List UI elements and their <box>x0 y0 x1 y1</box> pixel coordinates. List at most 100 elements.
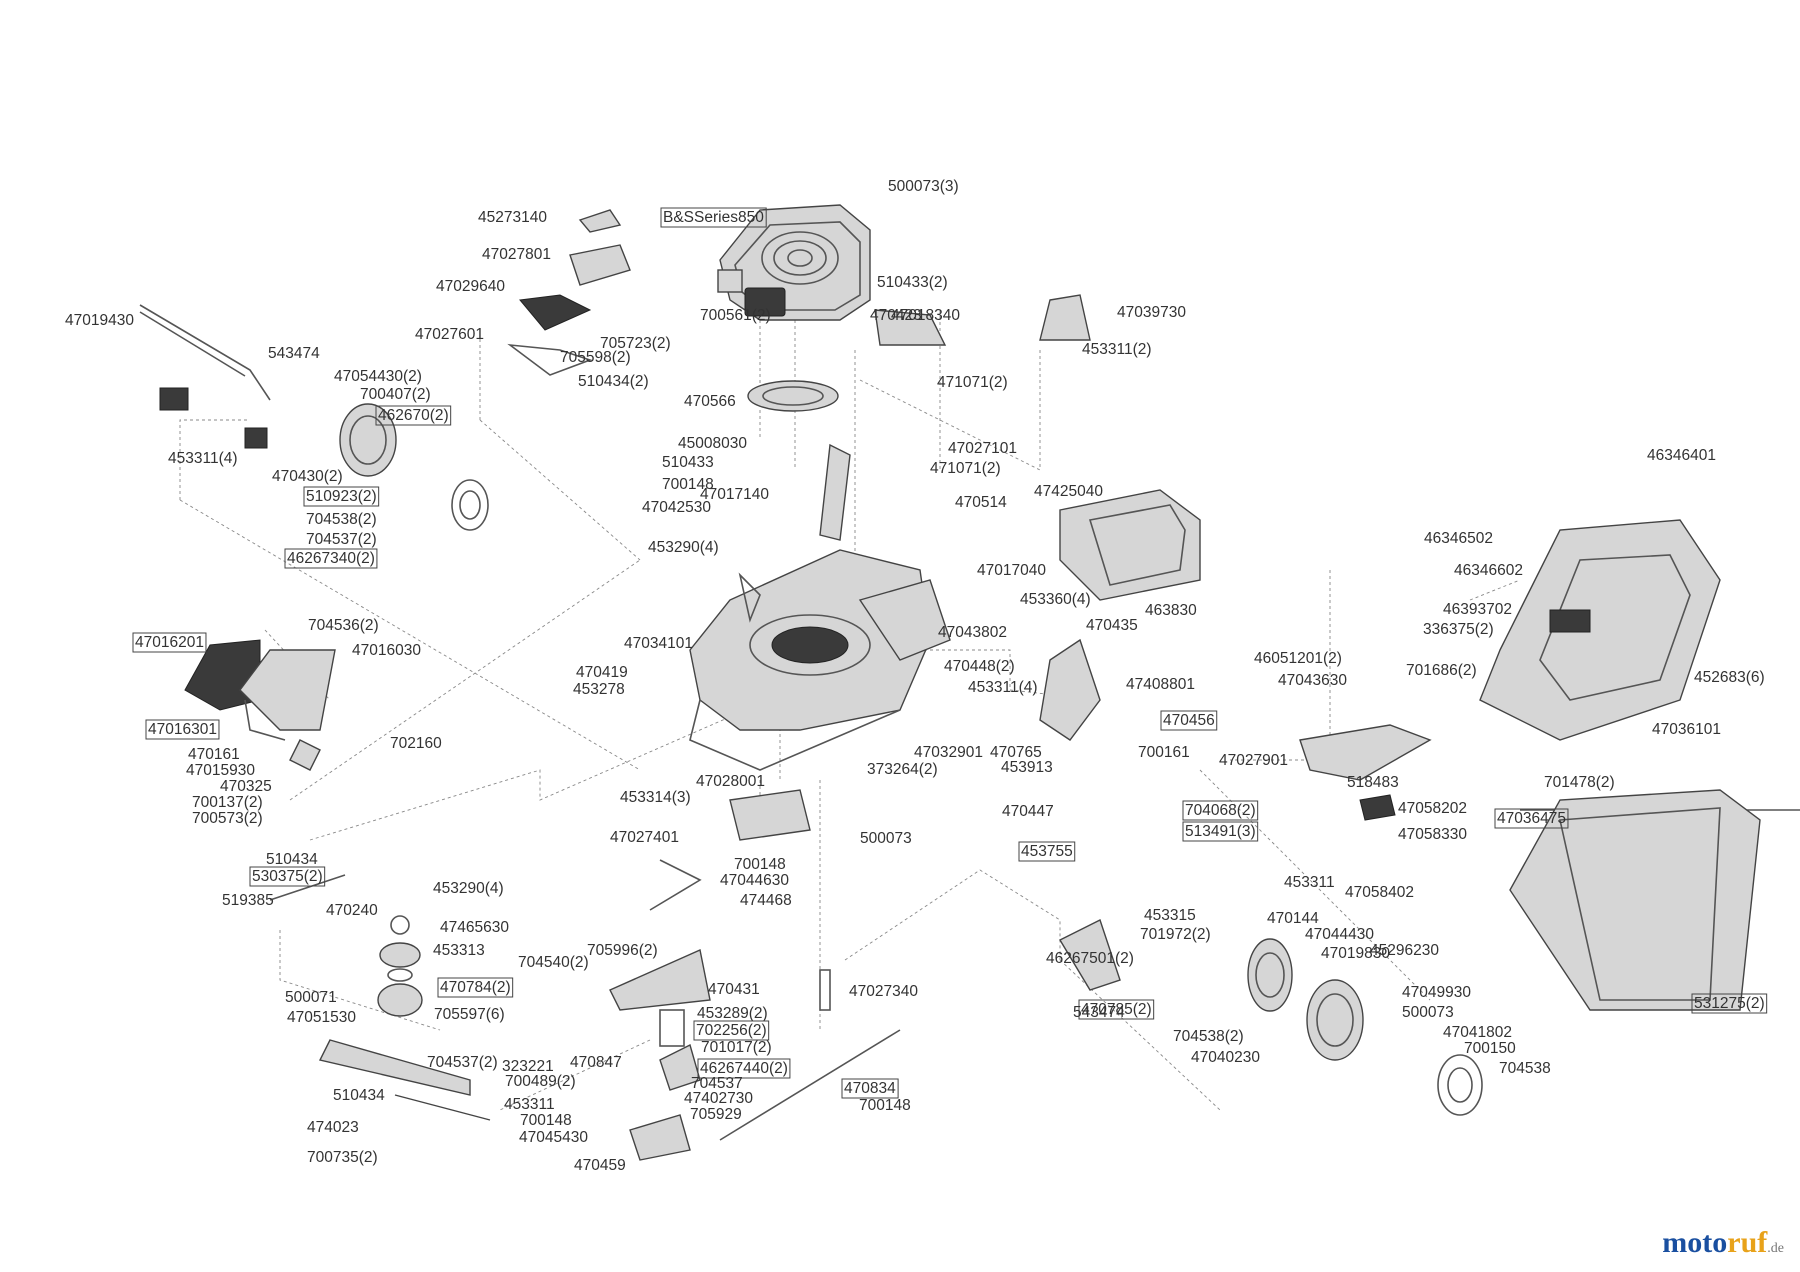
part-number-text: 510923(2) <box>306 488 377 505</box>
part-number-text: 45273140 <box>478 209 547 226</box>
part-label-462670-2: 462670(2) <box>375 405 452 426</box>
part-label-47016201: 47016201 <box>132 632 207 653</box>
part-number-text: 46346401 <box>1647 447 1716 464</box>
part-label-704537: 704537 <box>691 1075 743 1092</box>
part-number-text: 700150 <box>1464 1040 1516 1057</box>
part-label-453311-4: 453311(4) <box>168 450 238 467</box>
part-label-47027101: 47027101 <box>948 440 1017 457</box>
part-label-47032901: 47032901 <box>914 744 983 761</box>
part-number-text: 453913 <box>1001 759 1053 776</box>
part-number-text: 452683(6) <box>1694 669 1765 686</box>
part-label-700148: 700148 <box>734 856 786 873</box>
part-number-text: 518483 <box>1347 774 1399 791</box>
part-label-510923-2: 510923(2) <box>303 486 380 507</box>
part-number-text: 704538(2) <box>306 511 377 528</box>
part-label-470144: 470144 <box>1267 910 1319 927</box>
part-label-470785-2: 470785(2) <box>1078 999 1155 1020</box>
part-number-text: 47015930 <box>186 762 255 779</box>
part-number-text: 470325 <box>220 778 272 795</box>
part-label-701017-2: 701017(2) <box>701 1039 772 1056</box>
part-number-text: 704540(2) <box>518 954 589 971</box>
part-label-47036475: 47036475 <box>1494 808 1569 829</box>
part-label-702256-2: 702256(2) <box>693 1020 770 1041</box>
part-number-text: 47016301 <box>148 721 217 738</box>
part-number-text: 453290(4) <box>648 539 719 556</box>
part-label-453311-2: 453311(2) <box>1082 341 1152 358</box>
part-number-box <box>1494 808 1569 829</box>
part-label-700148: 700148 <box>859 1097 911 1114</box>
part-label-452683-6: 452683(6) <box>1694 669 1765 686</box>
part-number-text: 470456 <box>1163 712 1215 729</box>
part-number-box <box>1018 841 1076 862</box>
mower-deck <box>689 443 951 771</box>
part-label-470834: 470834 <box>841 1078 899 1099</box>
part-number-text: 453755 <box>1021 843 1073 860</box>
part-number-text: 47034101 <box>624 635 693 652</box>
part-number-text: 47017140 <box>700 486 769 503</box>
side-discharge-parts <box>609 789 901 1161</box>
part-label-543474: 543474 <box>1073 1004 1125 1021</box>
part-label-336375-2: 336375(2) <box>1423 621 1494 638</box>
part-label-474468: 474468 <box>740 892 792 909</box>
part-number-text: 47036101 <box>1652 721 1721 738</box>
part-label-470430-2: 470430(2) <box>272 468 343 485</box>
part-label-47039730: 47039730 <box>1117 304 1186 321</box>
handle-parts <box>507 209 1091 376</box>
part-label-510434-2: 510434(2) <box>578 373 649 390</box>
part-number-box <box>1182 821 1259 842</box>
part-label-700148: 700148 <box>520 1112 572 1129</box>
part-number-text: 45296230 <box>1370 942 1439 959</box>
part-number-text: 47036475 <box>1497 810 1566 827</box>
part-number-text: 47465630 <box>440 919 509 936</box>
part-number-text: 702256(2) <box>696 1022 767 1039</box>
part-label-47029640: 47029640 <box>436 278 505 295</box>
part-label-453913: 453913 <box>1001 759 1053 776</box>
mulch-plug <box>1299 724 1432 821</box>
part-number-text: 705996(2) <box>587 942 658 959</box>
part-number-text: 336375(2) <box>1423 621 1494 638</box>
part-number-text: 700573(2) <box>192 810 263 827</box>
part-label-510434: 510434 <box>266 851 318 868</box>
part-number-box <box>132 632 207 653</box>
logo-text-part2: ruf <box>1727 1226 1768 1259</box>
part-number-text: 463830 <box>1145 602 1197 619</box>
part-label-47425040: 47425040 <box>1034 483 1103 500</box>
part-number-text: 700137(2) <box>192 794 263 811</box>
part-number-text: 701017(2) <box>701 1039 772 1056</box>
part-label-453314-3: 453314(3) <box>620 789 691 806</box>
part-number-text: 470514 <box>955 494 1007 511</box>
part-number-text: 373264(2) <box>867 761 938 778</box>
part-label-463830: 463830 <box>1145 602 1197 619</box>
part-number-box <box>145 719 220 740</box>
part-number-text: 47018340 <box>891 307 960 324</box>
part-number-text: 510434 <box>266 851 318 868</box>
part-number-text: 700735(2) <box>307 1149 378 1166</box>
part-label-470765: 470765 <box>990 744 1042 761</box>
grass-catcher-bag <box>1509 789 1800 1011</box>
part-label-47027801: 47027801 <box>482 246 551 263</box>
part-number-text: 519385 <box>222 892 274 909</box>
part-label-47016301: 47016301 <box>145 719 220 740</box>
part-number-box <box>249 866 326 887</box>
part-number-text: 510433(2) <box>877 274 948 291</box>
part-number-text: 704538(2) <box>1173 1028 1244 1045</box>
part-number-text: 47058202 <box>1398 800 1467 817</box>
logo-text-part1: moto <box>1662 1226 1728 1259</box>
part-number-text: 704068(2) <box>1185 802 1256 819</box>
part-number-text: 704536(2) <box>308 617 379 634</box>
part-number-text: 705723(2) <box>600 335 671 352</box>
part-label-46346602: 46346602 <box>1454 562 1523 579</box>
part-label-373264-2: 373264(2) <box>867 761 938 778</box>
part-number-text: 47041802 <box>1443 1024 1512 1041</box>
part-label-704538-2: 704538(2) <box>1173 1028 1244 1045</box>
part-number-text: 470784(2) <box>440 979 511 996</box>
part-label-470847: 470847 <box>570 1054 622 1071</box>
part-number-text: 47028001 <box>696 773 765 790</box>
part-label-704540-2: 704540(2) <box>518 954 589 971</box>
part-number-text: 462670(2) <box>378 407 449 424</box>
part-number-text: 46267440(2) <box>700 1060 788 1077</box>
part-label-470431: 470431 <box>708 981 760 998</box>
part-label-47049930: 47049930 <box>1402 984 1471 1001</box>
part-number-text: 47058402 <box>1345 884 1414 901</box>
part-label-47058330: 47058330 <box>1398 826 1467 843</box>
